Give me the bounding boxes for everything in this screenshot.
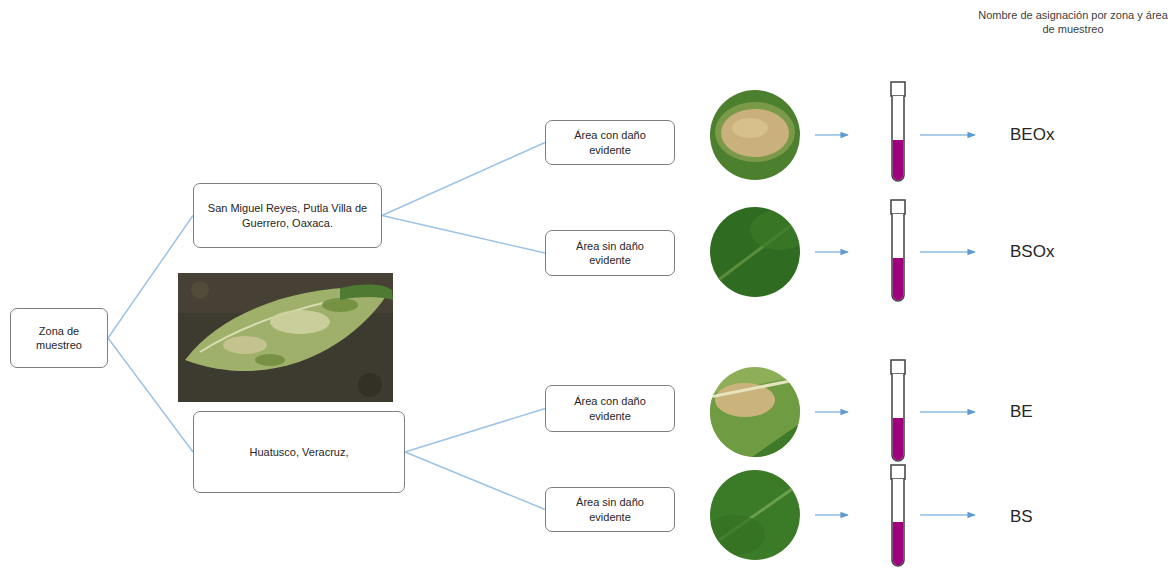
connector-line [405,409,545,453]
process-box: Área sin daño evidente [545,487,675,532]
test-tube [891,82,905,566]
connector-line [108,216,193,339]
box-label: Área con daño evidente [554,394,666,423]
sample-name: BEOx [1010,124,1110,146]
process-box: Zona de muestreo [10,308,108,368]
connector-line [382,143,545,216]
flow-arrow [815,135,975,515]
box-label: Huatusco, Veracruz, [249,445,348,459]
process-box: Huatusco, Veracruz, [193,411,405,493]
connector-line [382,216,545,254]
box-label: Área con daño evidente [554,128,666,157]
box-label: San Miguel Reyes, Putla Villa de Guerrer… [202,201,373,230]
connector-line [108,338,193,452]
leaf-photo [178,273,393,402]
box-label: Zona de muestreo [19,324,99,353]
column-header: Nombre de asignación por zona y área de … [978,8,1168,37]
box-label: Área sin daño evidente [554,239,666,268]
process-box: Área con daño evidente [545,385,675,432]
sample-name: BE [1010,401,1110,423]
process-box: Área con daño evidente [545,120,675,165]
leaf-closeup [705,85,810,565]
sample-name: BSOx [1010,241,1110,263]
box-label: Área sin daño evidente [554,495,666,524]
connector-line [405,452,545,510]
process-box: San Miguel Reyes, Putla Villa de Guerrer… [193,183,382,248]
sample-name: BS [1010,506,1110,528]
process-box: Área sin daño evidente [545,230,675,276]
